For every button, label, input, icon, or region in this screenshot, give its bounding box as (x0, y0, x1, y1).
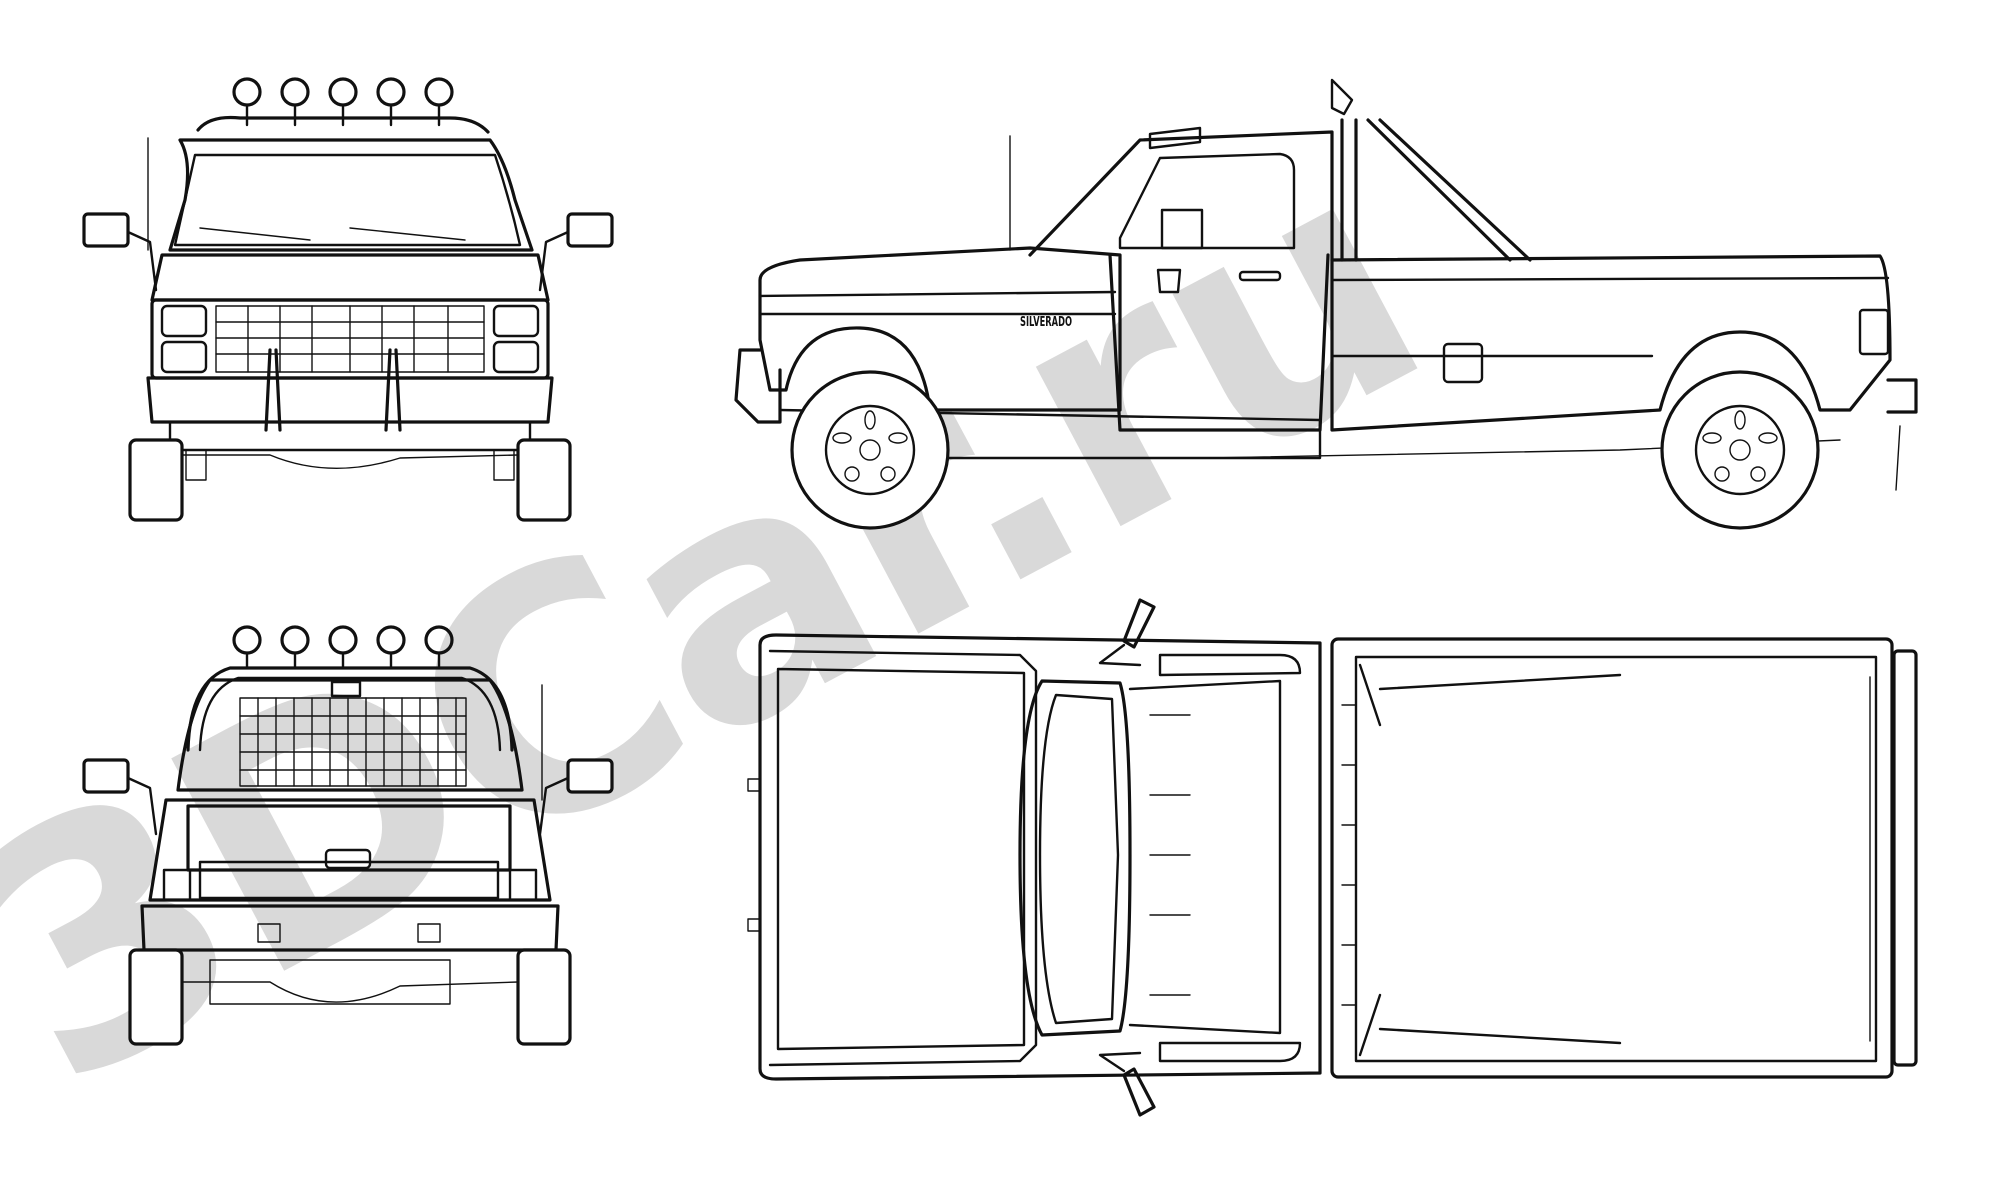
front-tire-left (128, 438, 184, 522)
side-view: SILVERADO (734, 78, 1918, 530)
rear-light-bar (232, 625, 454, 670)
fuel-door (1442, 342, 1484, 384)
top-mirror-upper (1122, 598, 1156, 649)
rear-bumper (140, 904, 560, 952)
tailgate (186, 804, 512, 872)
side-cab (1028, 130, 1334, 262)
headlight-right-lower (492, 340, 540, 374)
front-bumper (146, 376, 554, 424)
rear-left-mirror (82, 758, 130, 794)
left-mirror (82, 212, 130, 248)
top-rear-bumper (1892, 649, 1918, 1067)
rear-view (82, 625, 614, 1046)
door-handle (1238, 270, 1282, 282)
side-roll-bar (1340, 118, 1532, 262)
top-bed-bars (1358, 663, 1622, 1057)
tailgate-handle (324, 848, 372, 870)
grille (215, 305, 485, 373)
windshield (173, 153, 522, 247)
rear-window-guard (239, 697, 467, 787)
side-front-bumper (734, 348, 782, 424)
headlight-left-upper (160, 304, 208, 338)
front-view (82, 77, 614, 522)
top-bed (1330, 637, 1894, 1079)
rear-wheel (1660, 370, 1820, 530)
side-bed (1330, 254, 1892, 432)
top-cab-roof (1018, 679, 1132, 1037)
right-mirror (566, 212, 614, 248)
rear-right-mirror (566, 758, 614, 794)
side-door (1108, 253, 1330, 432)
cab-rear (176, 678, 524, 792)
bed-body (148, 798, 552, 902)
top-view (747, 598, 1918, 1117)
wipers (199, 227, 466, 241)
side-badge: SILVERADO (1020, 315, 1072, 330)
top-mirror-lower (1122, 1067, 1156, 1117)
push-bar (264, 348, 402, 432)
tail-light (1858, 308, 1890, 356)
top-body (758, 633, 1322, 1081)
front-wheel (790, 370, 950, 530)
cab-outline (168, 138, 534, 252)
top-hood (776, 667, 1026, 1051)
hood (150, 253, 550, 302)
side-window (1118, 152, 1296, 250)
rear-tire-right (516, 948, 572, 1046)
side-hood (758, 246, 1122, 412)
side-rear-bumper (1886, 378, 1918, 414)
rear-axle (181, 981, 519, 1003)
roof-light-bar (196, 77, 490, 134)
front-tire-right (516, 438, 572, 522)
front-axle (181, 454, 519, 469)
rear-tire-left (128, 948, 184, 1046)
headlight-left-lower (160, 340, 208, 374)
side-mirror (1160, 208, 1204, 250)
headlight-right-upper (492, 304, 540, 338)
